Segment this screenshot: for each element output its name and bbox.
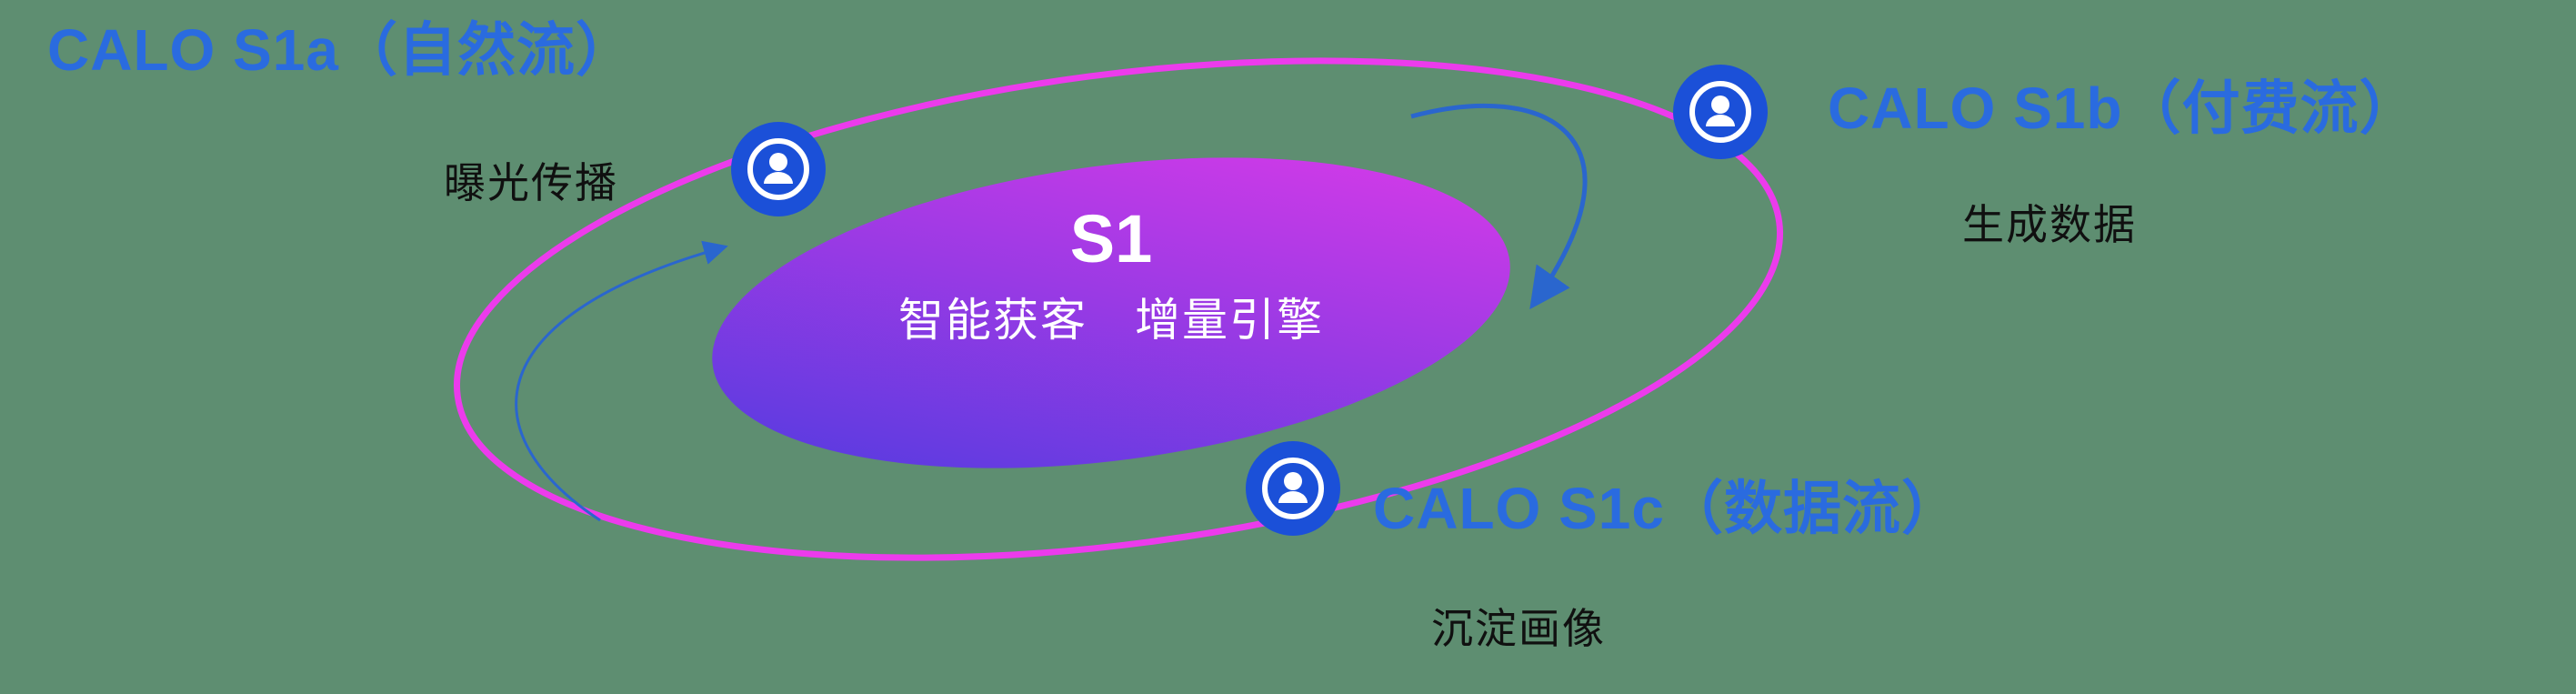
- orbit-ellipse: [453, 57, 1784, 561]
- flow-arrow-top-right-icon: [1410, 103, 1588, 310]
- user-icon: [1246, 441, 1340, 536]
- core-gradient-ellipse: [712, 157, 1510, 468]
- node-s1a-subtitle: 曝光传播: [444, 159, 618, 206]
- core-title: S1: [1069, 201, 1153, 277]
- node-s1b-title: CALO S1b（付费流）: [1828, 75, 2419, 141]
- node-s1c-subtitle: 沉淀画像: [1431, 605, 1606, 652]
- user-icon: [1673, 65, 1768, 159]
- node-s1a-title: CALO S1a（自然流）: [47, 17, 635, 83]
- node-s1b-subtitle: 生成数据: [1962, 201, 2137, 248]
- core-subtitle: 智能获客 增量引擎: [898, 295, 1324, 346]
- user-icon: [731, 122, 826, 216]
- flow-arrow-left-icon: [515, 240, 728, 522]
- node-s1c-title: CALO S1c（数据流）: [1373, 476, 1960, 541]
